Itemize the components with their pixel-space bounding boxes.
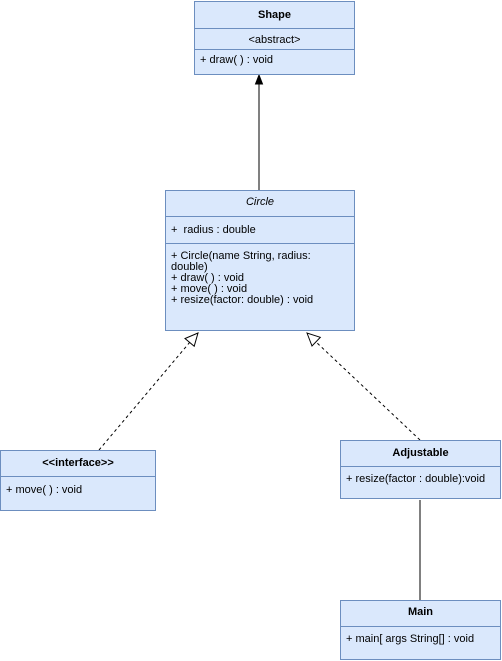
attribute-label: + radius : double bbox=[171, 224, 256, 236]
class-main-methods: + main[ args String[] : void bbox=[341, 627, 500, 645]
class-circle-name: Circle bbox=[166, 191, 354, 217]
class-interface[interactable]: <<interface>> + move( ) : void bbox=[0, 450, 156, 511]
class-adjustable-methods: + resize(factor : double):void bbox=[341, 467, 500, 485]
class-main-name: Main bbox=[341, 601, 500, 627]
class-shape-methods: + draw( ) : void bbox=[195, 50, 354, 66]
method-label: + main[ args String[] : void bbox=[346, 633, 475, 645]
method-label: + move( ) : void bbox=[171, 283, 248, 295]
class-circle[interactable]: Circle + radius : double + Circle(name S… bbox=[165, 190, 355, 331]
class-adjustable-name: Adjustable bbox=[341, 441, 500, 467]
stereotype-label: <abstract> bbox=[248, 34, 301, 46]
method-label: + Circle(name String, radius: double) bbox=[171, 250, 311, 273]
class-adjustable[interactable]: Adjustable + resize(factor : double):voi… bbox=[340, 440, 501, 499]
method-label: + draw( ) : void bbox=[171, 272, 245, 284]
arrowhead-hollow-triangle-icon bbox=[306, 332, 322, 347]
arrowhead-hollow-triangle-icon bbox=[184, 332, 199, 348]
class-circle-attributes: + radius : double bbox=[166, 217, 354, 244]
class-circle-methods: + Circle(name String, radius: double) + … bbox=[166, 244, 354, 306]
class-interface-name: <<interface>> bbox=[1, 451, 155, 477]
method-label: + move( ) : void bbox=[6, 484, 83, 496]
class-main[interactable]: Main + main[ args String[] : void bbox=[340, 600, 501, 660]
method-label: + draw( ) : void bbox=[200, 54, 274, 66]
method-label: + resize(factor: double) : void bbox=[171, 294, 314, 306]
arrowhead-filled-icon bbox=[254, 73, 264, 85]
realization-edge-adjustable-circle bbox=[314, 340, 421, 441]
class-shape-name: Shape bbox=[195, 2, 354, 29]
class-interface-methods: + move( ) : void bbox=[1, 477, 155, 496]
method-label: + resize(factor : double):void bbox=[346, 473, 486, 485]
class-shape-stereotype: <abstract> bbox=[195, 29, 354, 50]
class-shape[interactable]: Shape <abstract> + draw( ) : void bbox=[194, 1, 355, 75]
realization-edge-interface-circle bbox=[98, 341, 191, 451]
